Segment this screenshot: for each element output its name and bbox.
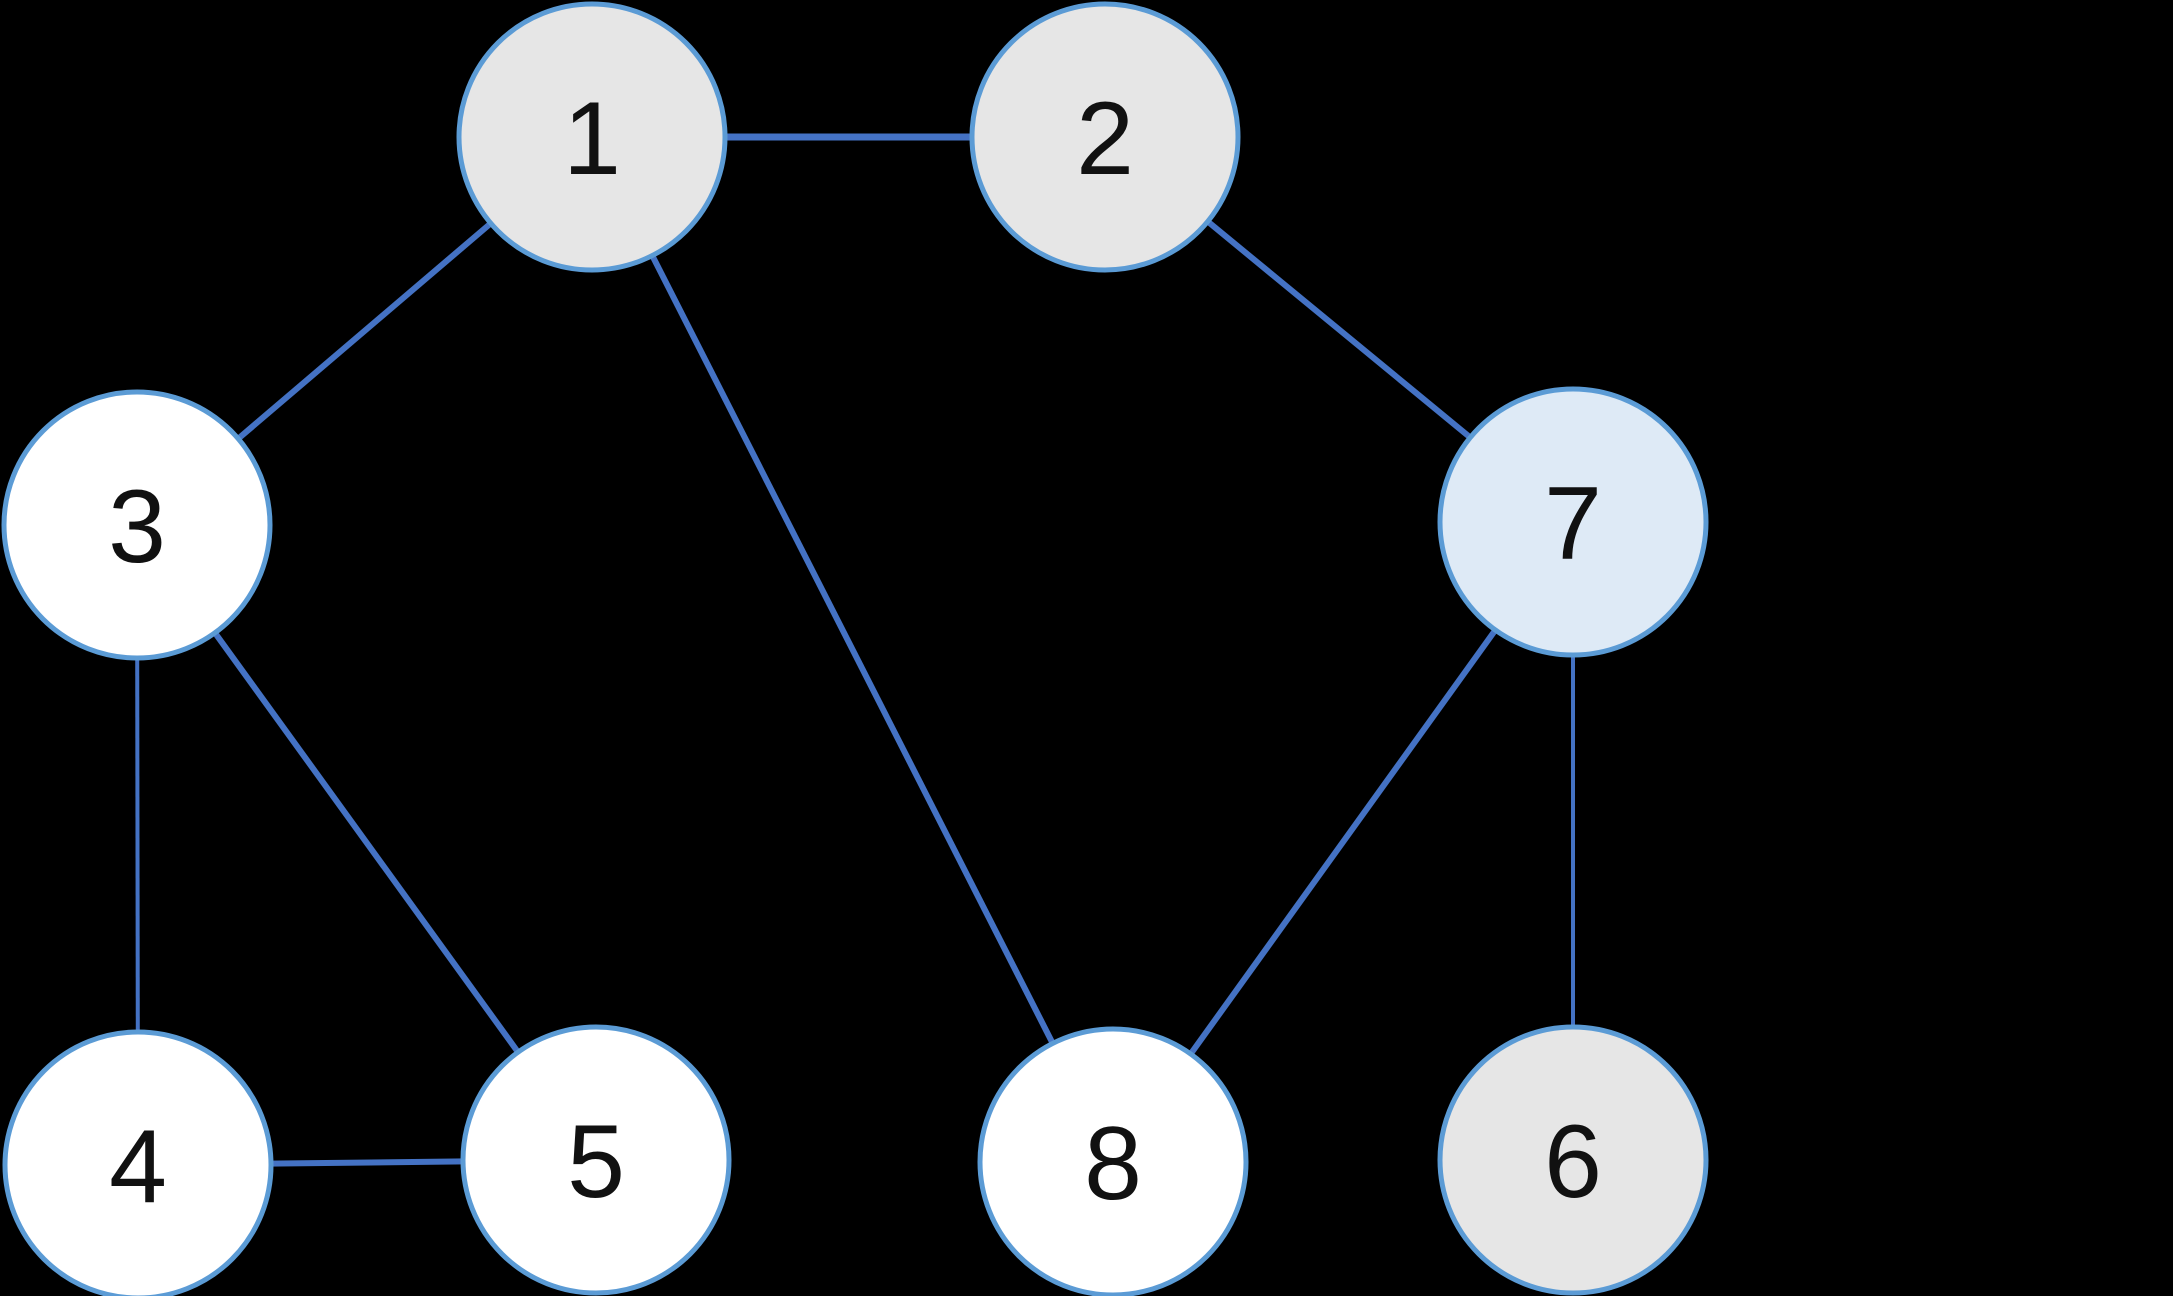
node-layer: 1 2 3 4 5 6 7 8 <box>1 1 1709 1296</box>
graph-node-1[interactable]: 1 <box>456 1 728 273</box>
node-circle-5[interactable] <box>460 1024 732 1296</box>
node-circle-1[interactable] <box>456 1 728 273</box>
graph-edge-2-7[interactable] <box>1204 217 1474 442</box>
graph-node-5[interactable]: 5 <box>460 1024 732 1296</box>
graph-edge-3-5[interactable] <box>211 629 522 1056</box>
node-label-2: 2 <box>1076 81 1134 197</box>
graph-node-7[interactable]: 7 <box>1437 386 1709 658</box>
graph-node-3[interactable]: 3 <box>1 389 273 661</box>
node-circle-6[interactable] <box>1437 1024 1709 1296</box>
graph-edge-1-8[interactable] <box>648 252 1057 1047</box>
graph-edge-3-4[interactable] <box>135 655 140 1035</box>
node-label-7: 7 <box>1544 466 1602 582</box>
graph-node-8[interactable]: 8 <box>977 1026 1249 1296</box>
graph-node-2[interactable]: 2 <box>969 1 1241 273</box>
node-label-3: 3 <box>108 469 166 585</box>
node-label-8: 8 <box>1084 1106 1142 1222</box>
graph-node-4[interactable]: 4 <box>2 1029 274 1296</box>
node-circle-8[interactable] <box>977 1026 1249 1296</box>
graph-edge-4-5[interactable] <box>268 1158 466 1167</box>
node-circle-4[interactable] <box>2 1029 274 1296</box>
node-label-4: 4 <box>109 1109 167 1225</box>
graph-node-6[interactable]: 6 <box>1437 1024 1709 1296</box>
node-circle-7[interactable] <box>1437 386 1709 658</box>
node-circle-2[interactable] <box>969 1 1241 273</box>
graph-edge-7-8[interactable] <box>1187 626 1499 1058</box>
node-label-5: 5 <box>567 1104 625 1220</box>
node-label-6: 6 <box>1544 1104 1602 1220</box>
node-label-1: 1 <box>563 81 621 197</box>
graph-edge-1-3[interactable] <box>234 219 495 443</box>
node-circle-3[interactable] <box>1 389 273 661</box>
edge-layer <box>135 133 1575 1167</box>
